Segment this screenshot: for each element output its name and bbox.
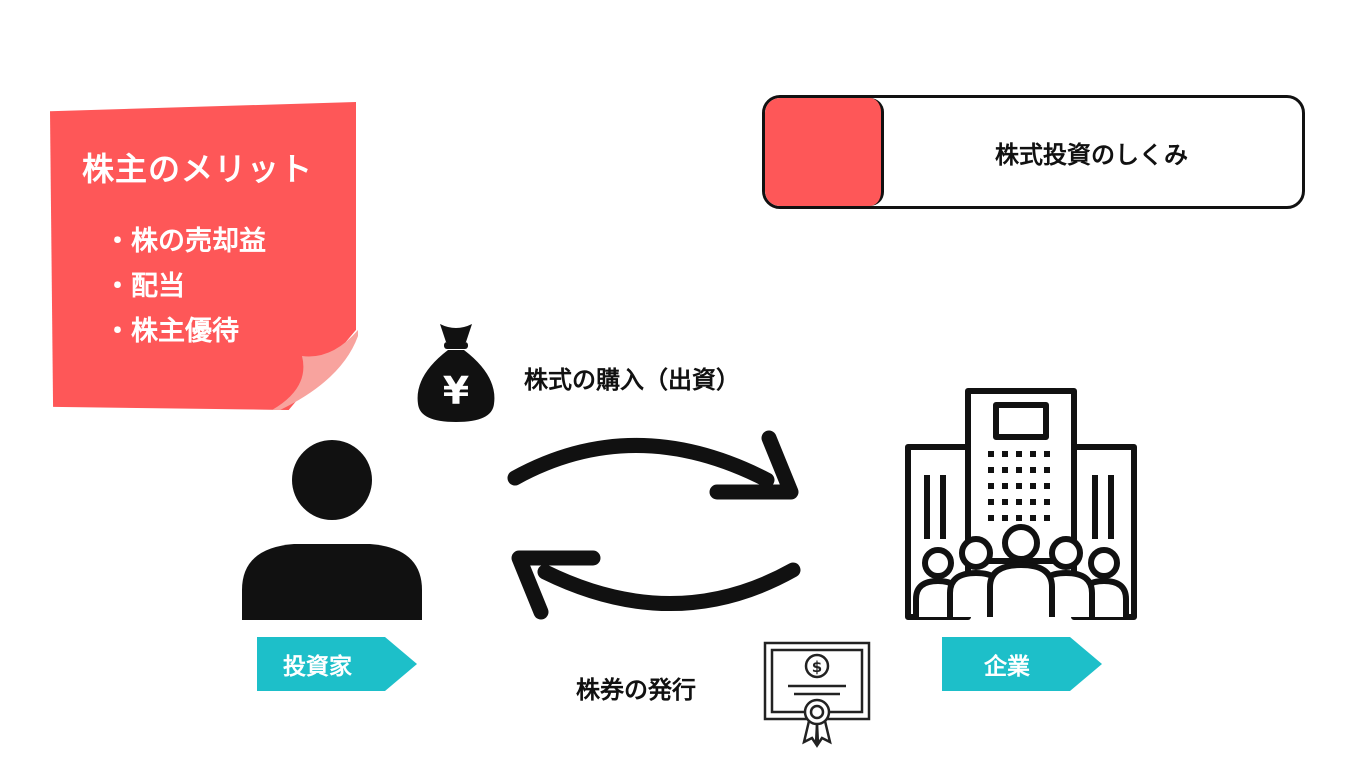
office-building-people-icon <box>905 388 1137 620</box>
merit-title: 株主のメリット <box>82 150 314 188</box>
stock-certificate-icon: $ <box>763 641 871 748</box>
money-bag-yen-icon: ¥ <box>417 324 495 422</box>
note-curl <box>272 330 358 410</box>
money-bag-symbol: ¥ <box>443 369 469 413</box>
certificate-symbol: $ <box>812 658 822 676</box>
page-title: 株式投資のしくみ <box>995 140 1188 169</box>
purchase-label: 株式の購入（出資） <box>524 366 740 394</box>
title-swatch <box>765 98 884 206</box>
curved-arrow-left-icon <box>511 550 801 620</box>
title-box: 株式投資のしくみ <box>762 95 1305 209</box>
merit-item: 株の売却益 <box>104 222 266 267</box>
merit-item: 株主優待 <box>104 312 266 357</box>
company-label: 企業 <box>984 654 1030 680</box>
investor-tag: 投資家 <box>257 637 417 691</box>
merit-list: 株の売却益 配当 株主優待 <box>104 222 266 357</box>
merit-item: 配当 <box>104 267 266 312</box>
company-tag: 企業 <box>942 637 1102 691</box>
investor-label: 投資家 <box>283 654 352 680</box>
person-icon <box>242 440 422 620</box>
issuance-label: 株券の発行 <box>576 676 696 704</box>
curved-arrow-right-icon <box>507 430 799 500</box>
